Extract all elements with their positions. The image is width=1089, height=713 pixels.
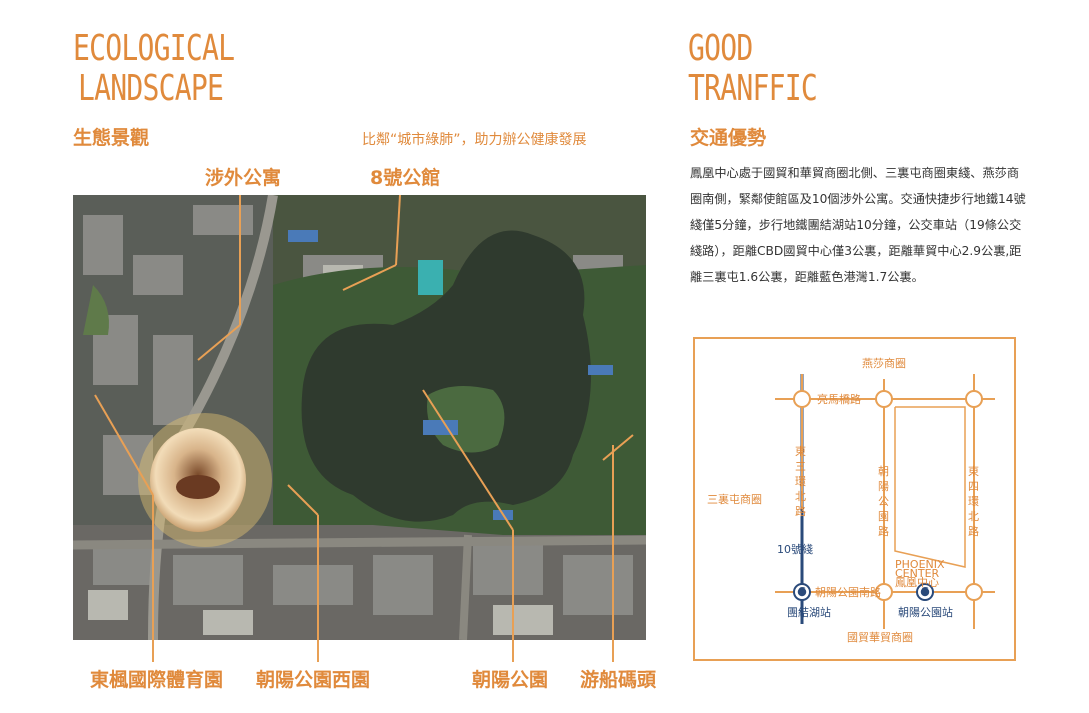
aerial-photo	[73, 195, 646, 640]
svg-text:公: 公	[878, 495, 889, 508]
map-yansha: 燕莎商圈	[862, 356, 906, 370]
metro-symbol-1: G	[798, 585, 807, 598]
label-apartment: 涉外公寓	[205, 167, 282, 189]
svg-text:路: 路	[878, 525, 889, 538]
tagline: 比鄰“城市綠肺”，助力辦公健康發展	[362, 132, 587, 148]
map-east4-ring: 東 四 環 北 路	[968, 465, 979, 538]
label-boat-dock: 游船碼頭	[580, 669, 657, 691]
svg-text:路: 路	[968, 525, 979, 538]
map-line10: 10號綫	[777, 543, 813, 556]
label-west-park: 朝陽公園西園	[256, 669, 371, 691]
svg-text:環: 環	[795, 475, 806, 488]
svg-text:東: 東	[968, 465, 979, 478]
label-chaoyang-park: 朝陽公園	[472, 669, 549, 691]
map-guomao: 國貿華貿商圈	[847, 630, 913, 644]
map-south-road: 朝陽公園南路	[815, 586, 881, 599]
right-title-line2: TRANFFIC	[688, 68, 818, 109]
svg-text:朝: 朝	[878, 465, 889, 478]
map-phoenix-cn: 鳳凰中心	[895, 576, 939, 589]
right-title-line1: GOOD	[688, 28, 753, 69]
map-station-chaoyang-park: 朝陽公園站	[898, 605, 953, 619]
left-title-line2: LANDSCAPE	[78, 68, 224, 109]
metro-symbol-2: G	[921, 585, 930, 598]
map-liangma-bridge: 亮馬橋路	[817, 392, 861, 406]
label-building8: 8號公館	[370, 167, 441, 189]
label-sports-park: 東楓國際體育園	[90, 669, 224, 691]
svg-text:四: 四	[968, 480, 979, 493]
svg-text:東: 東	[795, 445, 806, 458]
map-station-tuanjiehu: 團結湖站	[787, 605, 831, 619]
svg-text:北: 北	[795, 490, 806, 503]
svg-text:路: 路	[795, 505, 806, 518]
map-phoenix-en2: CENTER	[895, 567, 940, 580]
svg-text:陽: 陽	[878, 480, 889, 493]
map-east3-ring: 東 三 環 北 路	[795, 445, 806, 518]
svg-text:北: 北	[968, 510, 979, 523]
svg-text:園: 園	[878, 510, 889, 523]
svg-text:三: 三	[795, 460, 806, 473]
map-phoenix-en1: PHOENIX	[895, 558, 945, 571]
traffic-map: G G 燕莎商圈 亮馬橋路 三裏屯商圈 東 三 環 北 路 朝 陽 公 園 路 …	[693, 337, 1016, 661]
svg-text:環: 環	[968, 495, 979, 508]
map-chaoyang-park-road: 朝 陽 公 園 路	[878, 465, 889, 538]
traffic-paragraph: 鳳凰中心處于國貿和華貿商圈北側、三裏屯商圈東綫、燕莎商圈南側，緊鄰使館區及10個…	[690, 166, 1026, 284]
left-title-line1: ECOLOGICAL	[73, 28, 235, 69]
left-subtitle: 生態景觀	[73, 127, 150, 149]
map-sanlitun: 三裏屯商圈	[707, 492, 762, 506]
right-subtitle: 交通優勢	[690, 127, 767, 149]
